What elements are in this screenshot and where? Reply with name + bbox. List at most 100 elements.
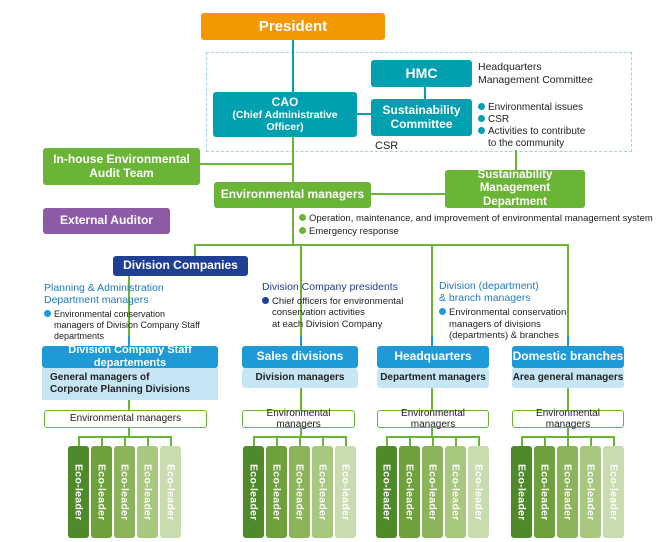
eco-leader-box: Eco-leader (534, 446, 555, 538)
eco-leader-box: Eco-leader (243, 446, 264, 538)
bullet-icon (44, 310, 51, 318)
connector (78, 436, 80, 446)
hmc-note: Headquarters Management Committee (478, 61, 593, 86)
column-title-staff: Division Company Staff departements (42, 344, 218, 369)
sustainability-department-line: Department (483, 195, 547, 208)
column-title-branches: Domestic branches (512, 346, 624, 368)
connector (345, 436, 347, 446)
eco-leader-box: Eco-leader (580, 446, 601, 538)
connector (431, 336, 433, 346)
column-title-sales: Sales divisions (242, 346, 358, 368)
cao-label-line: Officer) (266, 121, 304, 134)
connector (128, 276, 130, 346)
connector (276, 436, 278, 446)
branch-note: Division (department) & branch managers … (439, 280, 619, 341)
connector (544, 436, 546, 446)
president-label: President (258, 17, 328, 35)
env-manager-item: Operation, maintenance, and improvement … (299, 213, 653, 224)
column-title-headquarters: Headquarters (377, 346, 489, 368)
connector (292, 208, 294, 244)
connector (300, 388, 302, 410)
connector (431, 244, 433, 346)
connector (515, 150, 517, 170)
eco-leader-box: Eco-leader (335, 446, 356, 538)
eco-leader-box: Eco-leader (312, 446, 333, 538)
branch-item: Environmental conservation managers of d… (439, 307, 619, 341)
cao-label-line: (Chief Administrative (232, 109, 338, 122)
committee-area (206, 52, 632, 152)
bullet-icon (299, 214, 306, 221)
connector (147, 436, 149, 446)
bullet-icon (299, 227, 306, 235)
hmc-box: HMC (371, 60, 472, 87)
division-companies-box: Division Companies (113, 256, 248, 276)
eco-leader-box: Eco-leader (399, 446, 420, 538)
eco-leader-box: Eco-leader (114, 446, 135, 538)
audit-team-line: Audit Team (89, 165, 154, 180)
column-sub-branches: Area general managers (512, 368, 624, 388)
committee-label-line: Sustainability (382, 102, 461, 117)
division-companies-label: Division Companies (123, 258, 238, 273)
connector (299, 436, 301, 446)
connector (386, 436, 388, 446)
eco-leader-box: Eco-leader (137, 446, 158, 538)
connector (567, 428, 569, 436)
sustainability-department-box: Sustainability Management Department (445, 169, 585, 208)
connector (194, 244, 569, 246)
hmc-note-line: Management Committee (478, 73, 593, 86)
president-box: President (201, 13, 385, 40)
committee-items: Environmental issues CSR Activities to c… (478, 102, 585, 150)
hmc-label: HMC (405, 65, 438, 82)
committee-item: CSR (478, 114, 585, 126)
connector (292, 136, 294, 182)
sustainability-committee-box: Sustainability Committee (371, 99, 472, 136)
presidents-item: Chief officers for environmental conserv… (262, 296, 432, 330)
eco-leader-box: Eco-leader (445, 446, 466, 538)
connector (432, 436, 434, 446)
connector (200, 163, 292, 165)
committee-item: Activities to contribute (478, 126, 585, 138)
connector (424, 87, 426, 99)
planning-item: Environmental conservation managers of D… (44, 309, 254, 341)
audit-team-line: In-house Environmental (53, 151, 190, 166)
bullet-icon (262, 297, 269, 305)
env-manager-item: Emergency response (299, 226, 653, 237)
planning-title-line: Planning & Administration (44, 282, 164, 294)
eco-leader-box: Eco-leader (68, 446, 89, 538)
connector (128, 400, 130, 410)
eco-leader-box: Eco-leader (376, 446, 397, 538)
connector (300, 428, 302, 436)
column-sub-staff: General managers of Corporate Planning D… (42, 368, 218, 400)
committee-label-line: Committee (390, 116, 453, 131)
connector (357, 113, 371, 115)
connector (194, 244, 196, 256)
connector (322, 436, 324, 446)
connector (478, 436, 480, 446)
sustainability-department-line: Sustainability Management (477, 169, 553, 195)
eco-leader-box: Eco-leader (91, 446, 112, 538)
environmental-managers-label: Environmental managers (220, 187, 365, 202)
committee-item: to the community (488, 138, 565, 149)
column-env-managers-staff: Environmental managers (44, 410, 207, 428)
connector (371, 193, 445, 195)
connector (253, 436, 255, 446)
connector (567, 388, 569, 410)
branch-title-line: & branch managers (439, 292, 531, 305)
connector (128, 336, 130, 346)
column-env-managers-sales: Environmental managers (242, 408, 355, 430)
connector (128, 428, 130, 436)
committee-item: Environmental issues (478, 102, 585, 114)
bullet-icon (478, 103, 485, 110)
connector (409, 436, 411, 446)
connector (455, 436, 457, 446)
eco-leader-box: Eco-leader (468, 446, 489, 538)
eco-leader-box: Eco-leader (422, 446, 443, 538)
bullet-icon (439, 308, 446, 316)
eco-leader-box: Eco-leader (603, 446, 624, 538)
connector (590, 436, 592, 446)
bullet-icon (478, 115, 485, 122)
connector (567, 436, 569, 446)
connector (170, 436, 172, 446)
cao-box: CAO (Chief Administrative Officer) (213, 92, 357, 137)
connector (431, 388, 433, 410)
